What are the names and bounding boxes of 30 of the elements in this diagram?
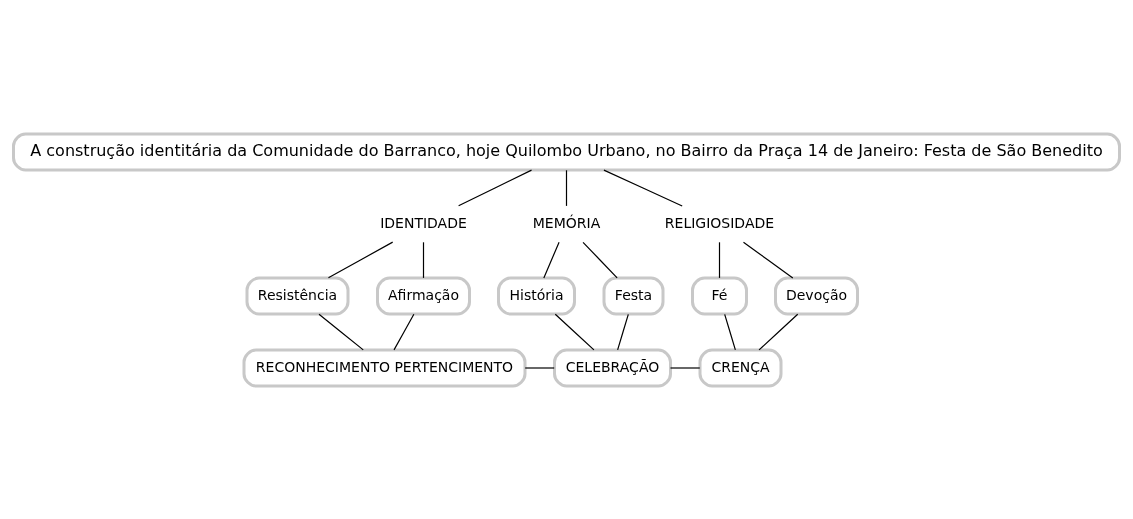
connector bbox=[458, 169, 533, 206]
connector bbox=[318, 313, 364, 350]
node-text: MEMÓRIA bbox=[532, 214, 601, 231]
node-box: A construção identitária da Comunidade do Barranco, hoje Quilombo Urbano, no Bairro da Praça 14 de Janeiro: Festa de São Benedito bbox=[12, 132, 1121, 171]
connector bbox=[393, 313, 415, 350]
connector bbox=[742, 241, 794, 278]
connector bbox=[669, 366, 701, 369]
connector bbox=[603, 169, 683, 207]
node-box: Resistência bbox=[245, 276, 350, 315]
node-box: Fé bbox=[691, 276, 748, 315]
connector bbox=[524, 366, 555, 369]
connector bbox=[327, 241, 394, 278]
connector bbox=[543, 241, 560, 278]
connector bbox=[724, 313, 736, 350]
node-text: RELIGIOSIDADE bbox=[664, 214, 775, 231]
connector bbox=[582, 241, 618, 278]
connector bbox=[565, 169, 568, 206]
node-box: História bbox=[497, 276, 576, 315]
node-box: CRENÇA bbox=[698, 348, 783, 387]
connector bbox=[718, 241, 721, 278]
node-box: Devoção bbox=[774, 276, 859, 315]
connector bbox=[422, 241, 425, 278]
connector bbox=[617, 313, 629, 350]
connector bbox=[554, 313, 595, 350]
node-text: IDENTIDADE bbox=[380, 214, 467, 231]
connector bbox=[758, 313, 799, 350]
node-box: Festa bbox=[602, 276, 665, 315]
node-box: RECONHECIMENTO PERTENCIMENTO bbox=[242, 348, 527, 387]
node-box: Afirmação bbox=[376, 276, 471, 315]
node-box: CELEBRAÇÃO bbox=[553, 348, 672, 387]
